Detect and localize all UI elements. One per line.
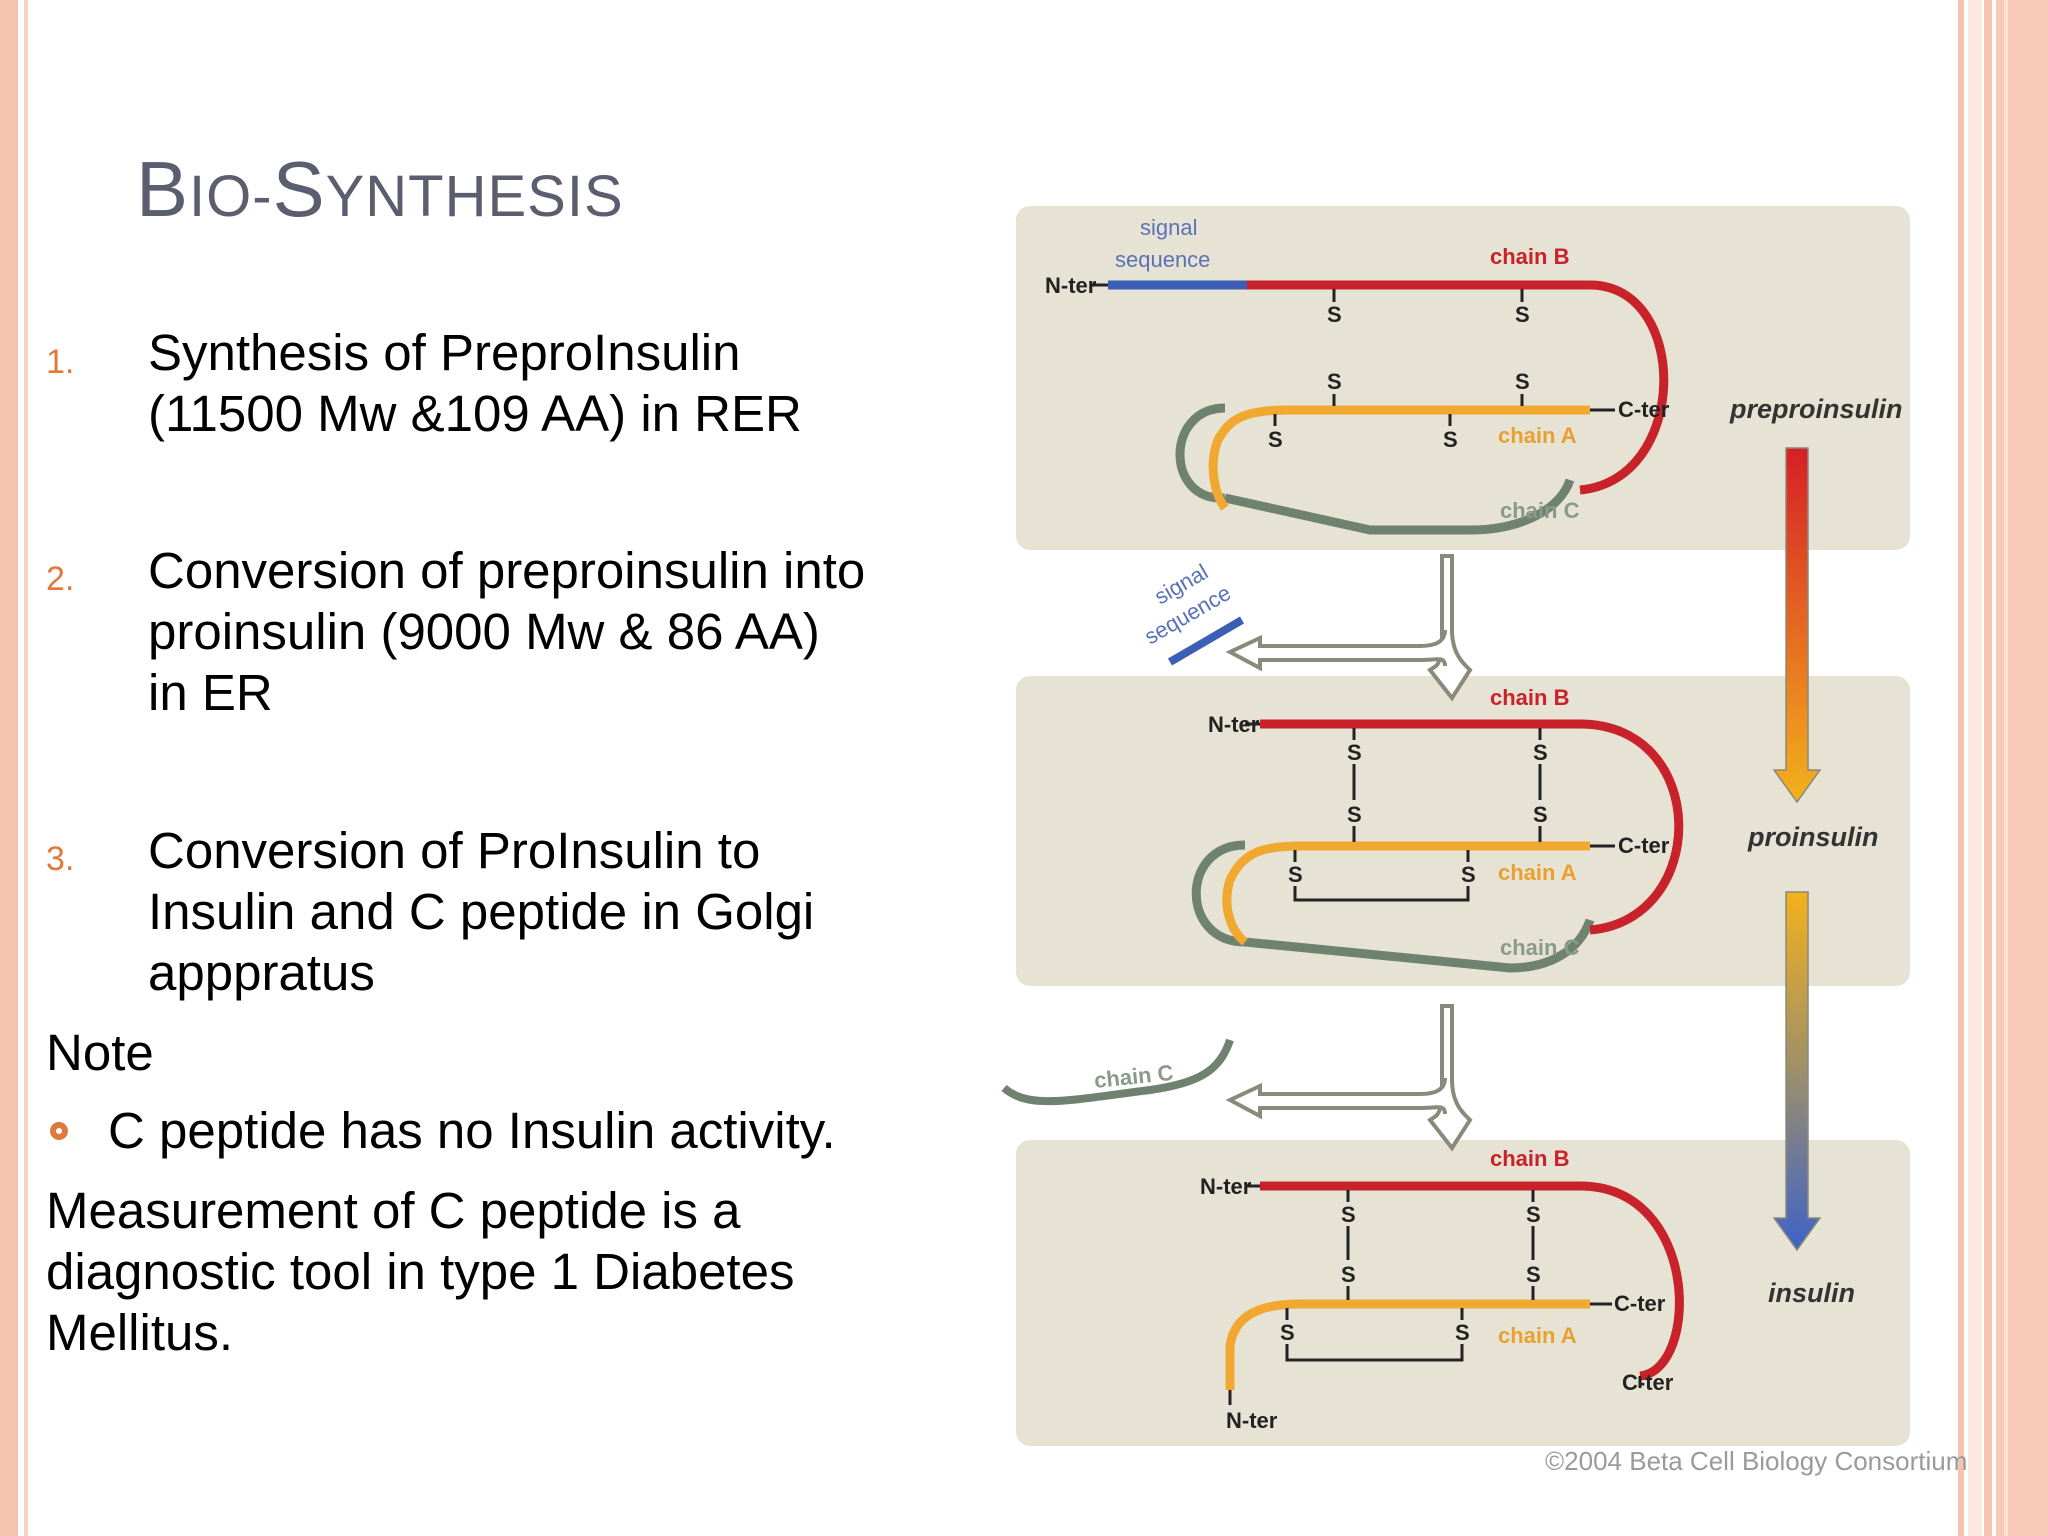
stage-label-insulin: insulin [1768, 1278, 1855, 1308]
disulfide-s-label: S [1341, 1262, 1356, 1287]
slide-border-left-inner [24, 0, 28, 1536]
insulin-molecule: S S S S S S N-ter C-ter chain B chain A … [1200, 1146, 1684, 1433]
chain-a-label: chain A [1498, 860, 1577, 885]
slide-border-right [1968, 0, 1982, 1536]
chain-b-label: chain B [1490, 244, 1569, 269]
slide-border-right [1958, 0, 1964, 1536]
disulfide-s-label: S [1341, 1202, 1356, 1227]
measurement-text: Measurement of C peptide is a diagnostic… [46, 1182, 795, 1361]
note-label: Note [46, 1024, 154, 1081]
list-item-text: Conversion of preproinsulin into proinsu… [148, 542, 866, 721]
n-ter-label: N-ter [1045, 273, 1097, 298]
list-item-text: Conversion of ProInsulin to Insulin and … [148, 822, 815, 1001]
stage-label-preproinsulin: preproinsulin [1729, 394, 1903, 424]
list-number: 1. [46, 343, 75, 381]
list-number: 2. [46, 560, 75, 598]
disulfide-s-label: S [1280, 1320, 1295, 1345]
chain-c-label: chain C [1500, 935, 1580, 960]
chain-c-label: chain C [1500, 498, 1580, 523]
chain-b-label: chain B [1490, 685, 1569, 710]
stage-label-proinsulin: proinsulin [1747, 822, 1879, 852]
panel-insulin [1016, 1140, 1910, 1446]
chain-a-label: chain A [1498, 423, 1577, 448]
slide-border-right [2004, 0, 2008, 1536]
progression-arrow [1772, 447, 1822, 1252]
process-arrow [1225, 554, 1473, 702]
n-ter-label: N-ter [1200, 1174, 1252, 1199]
disulfide-s-label: S [1288, 862, 1303, 887]
slide-border-right [1984, 0, 1992, 1536]
c-ter-label: C-ter [1614, 1291, 1666, 1316]
bullet-icon [50, 1122, 68, 1140]
process-arrow [1225, 1004, 1473, 1152]
disulfide-s-label: S [1515, 369, 1530, 394]
disulfide-s-label: S [1327, 302, 1342, 327]
panel-preproinsulin [1016, 206, 1910, 550]
copyright-credit: ©2004 Beta Cell Biology Consortium [1545, 1446, 1968, 1476]
disulfide-s-label: S [1347, 802, 1362, 827]
disulfide-s-label: S [1515, 302, 1530, 327]
slide-title: BIO-SYNTHESIS [136, 145, 624, 233]
disulfide-s-label: S [1268, 427, 1283, 452]
disulfide-s-label: S [1533, 740, 1548, 765]
disulfide-s-label: S [1526, 1202, 1541, 1227]
disulfide-s-label: S [1461, 862, 1476, 887]
disulfide-s-label: S [1347, 740, 1362, 765]
n-ter-label: N-ter [1208, 712, 1260, 737]
signal-label: signal [1140, 215, 1197, 240]
c-ter-label: C-ter [1618, 833, 1670, 858]
proinsulin-molecule: S S S S S S N-ter C-ter chain B chain A … [1191, 685, 1684, 973]
bullet-text: C peptide has no Insulin activity. [108, 1102, 836, 1159]
disulfide-s-label: S [1533, 802, 1548, 827]
c-ter-label: C-ter [1618, 397, 1670, 422]
preproinsulin-molecule: S S S S S S N-ter C-ter chain B chain A … [1045, 215, 1670, 535]
disulfide-s-label: S [1443, 427, 1458, 452]
n-ter-label: N-ter [1226, 1408, 1278, 1433]
sequence-label: sequence [1115, 247, 1210, 272]
list-item-text: Synthesis of PreproInsulin (11500 Mw &10… [148, 324, 802, 442]
disulfide-s-label: S [1526, 1262, 1541, 1287]
c-ter-label: C-ter [1622, 1370, 1674, 1395]
disulfide-s-label: S [1455, 1320, 1470, 1345]
chain-b-label: chain B [1490, 1146, 1569, 1171]
slide-border-left [0, 0, 18, 1536]
list-number: 3. [46, 840, 75, 878]
chain-a-label: chain A [1498, 1323, 1577, 1348]
insulin-biosynthesis-diagram: S S S S S S N-ter C-ter chain B chain A … [1001, 206, 1910, 1446]
disulfide-s-label: S [1327, 369, 1342, 394]
panel-proinsulin [1016, 676, 1910, 986]
